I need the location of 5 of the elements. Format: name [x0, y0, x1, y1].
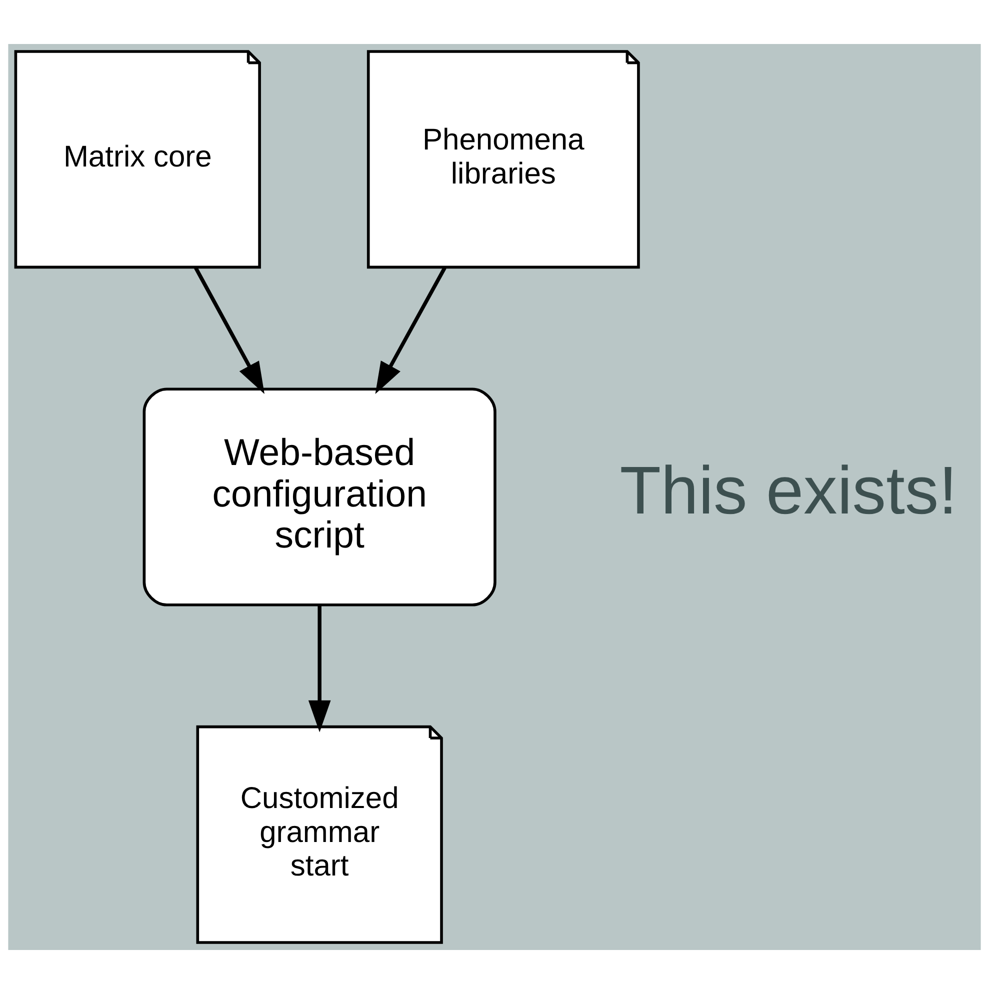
arrow	[375, 266, 446, 394]
arrow	[308, 605, 331, 732]
arrow	[194, 266, 264, 394]
label: This exists!	[620, 454, 958, 529]
node-box: Web-based configuration script	[142, 388, 496, 606]
